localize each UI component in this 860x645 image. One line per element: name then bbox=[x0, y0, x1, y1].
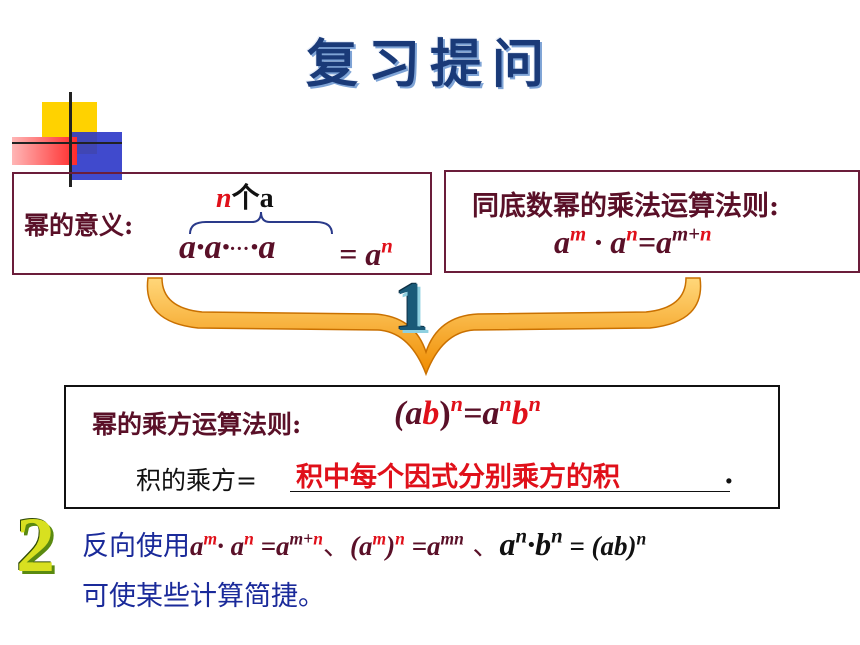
answer-period: . bbox=[724, 457, 734, 490]
power-meaning-label: 幂的意义: bbox=[24, 211, 134, 240]
brace-label: n个a bbox=[216, 183, 274, 214]
reverse-usage-conclusion: 可使某些计算简捷。 bbox=[82, 581, 325, 612]
power-of-power-formula: (ab)n=anbn bbox=[394, 390, 541, 432]
orange-brace-icon bbox=[146, 277, 702, 377]
power-of-power-box: 幂的乘方运算法则: (ab)n=anbn 积的乘方= 积中每个因式分别乘方的积 … bbox=[64, 385, 780, 509]
product-power-answer: 积中每个因式分别乘方的积 bbox=[296, 462, 620, 493]
same-base-formula: am · an=am+n bbox=[554, 222, 712, 260]
power-meaning-box: 幂的意义: n个a a·a·…·a = an bbox=[12, 172, 432, 275]
power-of-power-heading: 幂的乘方运算法则: bbox=[92, 410, 302, 439]
underbrace-icon bbox=[189, 211, 333, 235]
product-expression: a·a·…·a bbox=[179, 229, 276, 266]
step-number-one: 1 bbox=[394, 269, 429, 346]
same-base-heading: 同底数幂的乘法运算法则: bbox=[472, 191, 779, 222]
answer-underline bbox=[290, 491, 730, 492]
power-result: = an bbox=[339, 234, 393, 272]
product-power-label: 积的乘方= bbox=[136, 466, 257, 495]
reverse-usage-line: 反向使用am· an =am+n、(am)n =amn 、an·bn = (ab… bbox=[82, 524, 647, 562]
step-number-two: 2 bbox=[16, 501, 55, 588]
decor-squares bbox=[12, 92, 122, 192]
page-title: 复习提问 bbox=[305, 34, 554, 95]
same-base-rule-box: 同底数幂的乘法运算法则: am · an=am+n bbox=[444, 170, 860, 273]
